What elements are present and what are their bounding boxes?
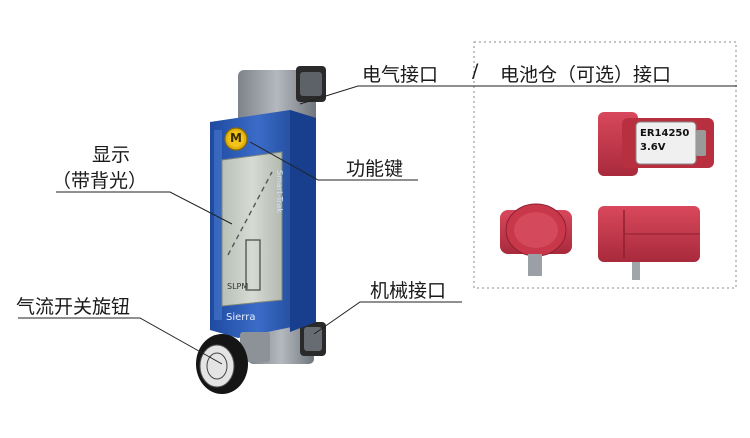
function-key-leader xyxy=(249,141,418,181)
function-key-letter: M xyxy=(230,131,242,145)
label-electrical-port: 电气接口 xyxy=(362,64,439,86)
valve-knob-leader xyxy=(18,317,223,365)
device-unit: SLPM xyxy=(227,282,249,291)
battery-pack-side xyxy=(598,206,700,280)
label-separator: / xyxy=(472,60,479,82)
function-key xyxy=(224,127,248,151)
device-brand: Sierra xyxy=(226,312,256,323)
label-battery-port: 电池仓（可选）接口 xyxy=(500,64,672,86)
electrical-port-leader xyxy=(299,85,474,105)
leader-lines xyxy=(18,85,737,365)
display-leader xyxy=(56,191,233,225)
lcd-display xyxy=(221,151,283,307)
battery-panel-frame xyxy=(473,41,737,289)
battery-pack-open xyxy=(598,112,714,176)
label-function-key: 功能键 xyxy=(346,158,404,180)
device-side-text: Smart-Trak xyxy=(275,170,284,213)
label-display: 显示 xyxy=(92,144,131,166)
battery-model: ER14250 xyxy=(640,128,690,139)
battery-cap-front xyxy=(500,203,572,276)
battery-voltage: 3.6V xyxy=(640,142,666,153)
label-backlight: （带背光） xyxy=(52,170,148,192)
mechanical-port-leader xyxy=(313,301,462,335)
label-mechanical-port: 机械接口 xyxy=(370,280,447,302)
label-valve-knob: 气流开关旋钮 xyxy=(16,296,131,318)
